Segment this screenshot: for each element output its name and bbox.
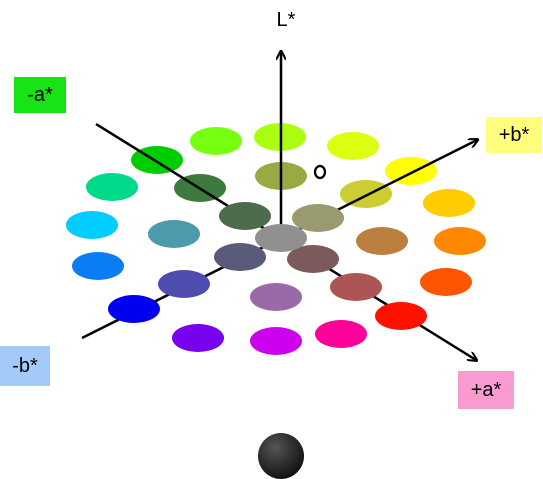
pos-a-label: +a* bbox=[458, 371, 514, 409]
outer-color-ellipse bbox=[327, 132, 379, 160]
outer-color-ellipse bbox=[420, 268, 472, 296]
outer-color-ellipse bbox=[434, 227, 486, 255]
inner-color-ellipse bbox=[250, 283, 302, 311]
core-color-ellipse bbox=[287, 245, 339, 273]
outer-color-ellipse bbox=[108, 295, 160, 323]
center-gray-ellipse bbox=[255, 224, 307, 252]
neg-b-label: -b* bbox=[0, 346, 50, 386]
inner-color-ellipse bbox=[356, 227, 408, 255]
color-ellipses-back bbox=[86, 123, 437, 208]
color-ellipses-front bbox=[66, 189, 486, 355]
inner-color-ellipse bbox=[148, 220, 200, 248]
outer-color-ellipse bbox=[172, 324, 224, 352]
outer-color-ellipse bbox=[72, 252, 124, 280]
outer-color-ellipse bbox=[250, 327, 302, 355]
outer-color-ellipse bbox=[423, 189, 475, 217]
core-color-ellipse bbox=[292, 204, 344, 232]
core-color-ellipse bbox=[214, 243, 266, 271]
l-axis-label: L* bbox=[276, 8, 296, 31]
neg-a-label: -a* bbox=[14, 77, 66, 113]
outer-color-ellipse bbox=[385, 157, 437, 185]
outer-color-ellipse bbox=[315, 320, 367, 348]
outer-color-ellipse bbox=[66, 211, 118, 239]
core-color-ellipse bbox=[219, 202, 271, 230]
inner-color-ellipse bbox=[158, 270, 210, 298]
outer-color-ellipse bbox=[190, 127, 242, 155]
inner-color-ellipse bbox=[330, 273, 382, 301]
outer-color-ellipse bbox=[86, 173, 138, 201]
black-sphere bbox=[258, 433, 304, 479]
white-point-marker bbox=[313, 164, 327, 180]
pos-b-label: +b* bbox=[486, 117, 542, 153]
outer-color-ellipse bbox=[375, 302, 427, 330]
